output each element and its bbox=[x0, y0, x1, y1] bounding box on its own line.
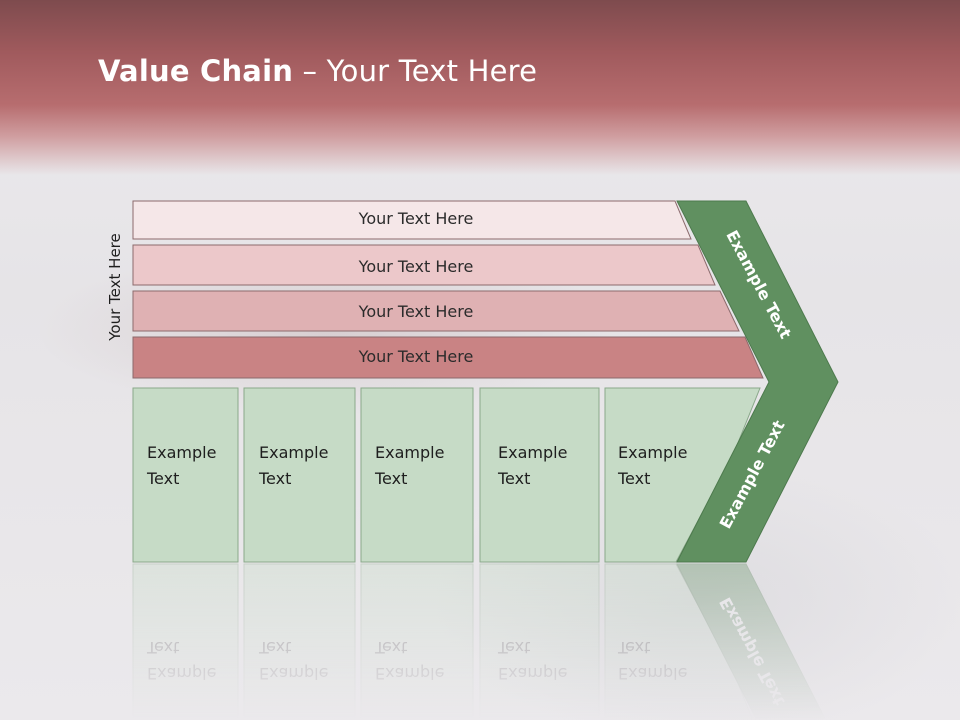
primary-box-3-line1: Example bbox=[375, 443, 444, 462]
reflection-box-4-line2: Text bbox=[497, 638, 530, 657]
support-bars: Your Text Here Your Text Here Your Text … bbox=[132, 200, 764, 379]
primary-box-1 bbox=[132, 387, 239, 563]
reflection-box-1-line1: Example bbox=[147, 664, 216, 683]
support-bar-3 bbox=[132, 290, 740, 332]
primary-boxes: Example Text Example Text Example Text E… bbox=[132, 387, 761, 563]
reflection-box-5-line1: Example bbox=[618, 664, 687, 683]
reflection-box-5 bbox=[604, 563, 754, 720]
margin-chevron-shape bbox=[676, 200, 839, 563]
reflection-box-2 bbox=[243, 563, 356, 720]
primary-box-2 bbox=[243, 387, 356, 563]
reflection-box-3-line1: Example bbox=[375, 664, 444, 683]
primary-box-3 bbox=[360, 387, 474, 563]
support-bar-1-label: Your Text Here bbox=[358, 209, 474, 228]
diagram-reflection: Example Text Example Text Example Text E… bbox=[132, 563, 827, 720]
reflection-box-1 bbox=[132, 563, 239, 720]
support-bar-2 bbox=[132, 244, 716, 286]
reflection-box-3 bbox=[360, 563, 474, 720]
slide-title-rest: – Your Text Here bbox=[293, 54, 538, 88]
reflection-box-3-line2: Text bbox=[374, 638, 407, 657]
slide-title: Value Chain – Your Text Here bbox=[98, 54, 537, 88]
support-bar-1 bbox=[132, 200, 692, 240]
slide-title-bold: Value Chain bbox=[98, 54, 294, 88]
reflection-box-5-line2: Text bbox=[617, 638, 650, 657]
support-bar-3-label: Your Text Here bbox=[358, 302, 474, 321]
primary-box-1-line2: Text bbox=[146, 469, 179, 488]
primary-box-2-line2: Text bbox=[258, 469, 291, 488]
primary-box-1-line1: Example bbox=[147, 443, 216, 462]
primary-box-3-line2: Text bbox=[374, 469, 407, 488]
support-bar-4-label: Your Text Here bbox=[358, 347, 474, 366]
reflection-box-2-line1: Example bbox=[259, 664, 328, 683]
primary-box-5-line1: Example bbox=[618, 443, 687, 462]
reflection-box-4 bbox=[479, 563, 600, 720]
support-bar-2-label: Your Text Here bbox=[358, 257, 474, 276]
primary-box-4-line2: Text bbox=[497, 469, 530, 488]
support-bar-4 bbox=[132, 336, 764, 379]
primary-box-4 bbox=[479, 387, 600, 563]
title-band bbox=[0, 0, 960, 175]
primary-box-4-line1: Example bbox=[498, 443, 567, 462]
reflection-chevron bbox=[676, 563, 827, 720]
reflection-box-2-line2: Text bbox=[258, 638, 291, 657]
reflection-box-1-line2: Text bbox=[146, 638, 179, 657]
primary-box-2-line1: Example bbox=[259, 443, 328, 462]
primary-box-5-line2: Text bbox=[617, 469, 650, 488]
reflection-box-4-line1: Example bbox=[498, 664, 567, 683]
